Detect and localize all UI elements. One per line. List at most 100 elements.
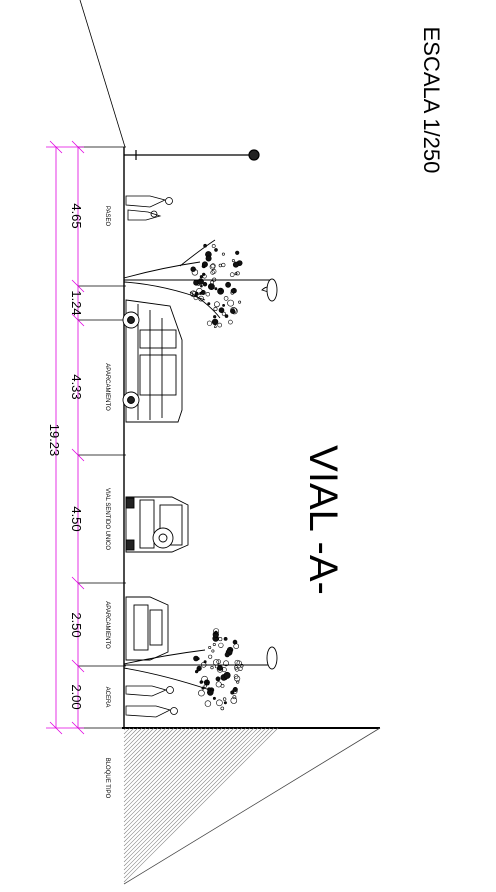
foliage-leaf xyxy=(214,287,218,291)
hatch-line xyxy=(123,727,219,823)
foliage-leaf xyxy=(213,306,218,311)
dimension-chain xyxy=(46,140,85,735)
foliage-leaf xyxy=(223,671,231,679)
foliage-leaf xyxy=(227,299,234,307)
foliage-leaf xyxy=(238,300,242,304)
foliage-leaf xyxy=(210,263,216,269)
hatch-line xyxy=(123,727,159,763)
foliage-leaf xyxy=(198,689,205,697)
hatch-line xyxy=(123,727,259,863)
street-lamp xyxy=(124,149,260,161)
hatch-line xyxy=(123,727,247,851)
hatch-line xyxy=(123,727,199,803)
foliage-leaf xyxy=(228,319,233,325)
hatch-line xyxy=(123,727,231,835)
tree xyxy=(123,628,278,711)
foliage-leaf xyxy=(232,695,237,700)
foliage-leaf xyxy=(213,301,220,308)
dimension-label: 4.33 xyxy=(69,374,84,399)
foliage-leaf xyxy=(199,680,204,684)
hatch-line xyxy=(123,727,179,783)
foliage-leaf xyxy=(208,645,212,649)
hatch-line xyxy=(123,727,191,795)
car-front xyxy=(125,496,189,553)
foliage-leaf xyxy=(234,659,240,666)
foliage-leaf xyxy=(216,659,221,665)
foliage-leaf xyxy=(229,272,235,278)
hatch-line xyxy=(123,727,187,791)
drawing-title: VIAL -A- xyxy=(301,445,345,595)
tree xyxy=(123,239,278,329)
foliage-leaf xyxy=(221,311,226,316)
foliage-leaf xyxy=(216,699,223,707)
hatch-line xyxy=(123,727,207,811)
hatch-line xyxy=(123,727,163,767)
foliage-leaf xyxy=(207,283,215,290)
hatch-line xyxy=(123,727,279,883)
hatch-line xyxy=(123,727,243,847)
foliage-leaf xyxy=(236,660,242,666)
foliage-leaf xyxy=(212,642,216,646)
foliage-leaf xyxy=(210,270,215,275)
foliage-leaf xyxy=(230,288,236,294)
foliage-leaf xyxy=(223,296,229,301)
foliage-leaf xyxy=(206,320,213,326)
dimension-label: 4.50 xyxy=(69,506,84,531)
hatch-line xyxy=(123,727,223,827)
foliage-leaf xyxy=(221,262,226,268)
hatch-line xyxy=(123,727,275,879)
hatch-line xyxy=(123,727,235,839)
foliage-leaf xyxy=(202,274,207,279)
foliage-leaf xyxy=(232,261,239,268)
foliage-leaf xyxy=(223,637,228,641)
hatch-line xyxy=(123,727,255,859)
hatch-line xyxy=(123,727,135,739)
foliage-leaf xyxy=(239,663,244,668)
foliage-leaf xyxy=(206,681,210,686)
hatch-line xyxy=(123,727,151,755)
foliage-leaf xyxy=(224,314,229,318)
foliage-leaf xyxy=(200,289,206,295)
foliage-leaf xyxy=(232,686,238,692)
foliage-leaf xyxy=(223,660,229,667)
dimension-label: 2.50 xyxy=(69,612,84,637)
hatch-line xyxy=(123,727,239,843)
total-width-label: 19.23 xyxy=(47,424,62,457)
parked-car xyxy=(125,596,169,661)
dimension-label: 1.24 xyxy=(69,290,84,315)
foliage-leaf xyxy=(214,631,218,635)
hatch-line xyxy=(123,727,147,751)
segment-dividers xyxy=(78,146,126,729)
segment-label: APARCAMIENTO xyxy=(104,363,110,411)
segment-label: VIAL SENTIDO UNICO xyxy=(104,488,110,550)
foliage-leaf xyxy=(204,700,212,707)
scale-label: ESCALA 1/250 xyxy=(419,27,444,174)
building-block-hatch xyxy=(122,727,381,885)
foliage-leaf xyxy=(201,686,205,690)
foliage-leaf xyxy=(214,325,217,329)
foliage-leaf xyxy=(205,255,212,262)
foliage-leaf xyxy=(215,681,222,688)
foliage-leaf xyxy=(215,676,221,682)
hatch-line xyxy=(123,727,143,747)
foliage-leaf xyxy=(211,244,216,248)
foliage-leaf xyxy=(230,308,236,314)
pedestrian-figure xyxy=(125,685,178,718)
foliage-leaf xyxy=(218,637,223,642)
foliage-leaf xyxy=(222,303,226,307)
hatch-line xyxy=(123,727,171,775)
foliage-leaf xyxy=(203,243,207,248)
foliage-leaf xyxy=(213,315,217,319)
hatch-line xyxy=(123,727,263,867)
foliage-leaf xyxy=(212,696,216,700)
hatch-line xyxy=(123,727,267,871)
foliage-leaf xyxy=(202,272,206,276)
foliage-leaf xyxy=(218,307,225,314)
hatch-line xyxy=(123,727,139,743)
foliage-leaf xyxy=(213,659,220,666)
foliage-leaf xyxy=(233,674,239,679)
foliage-leaf xyxy=(224,652,230,658)
dimension-label: 2.00 xyxy=(69,684,84,709)
segment-label: ACERA xyxy=(104,687,110,708)
